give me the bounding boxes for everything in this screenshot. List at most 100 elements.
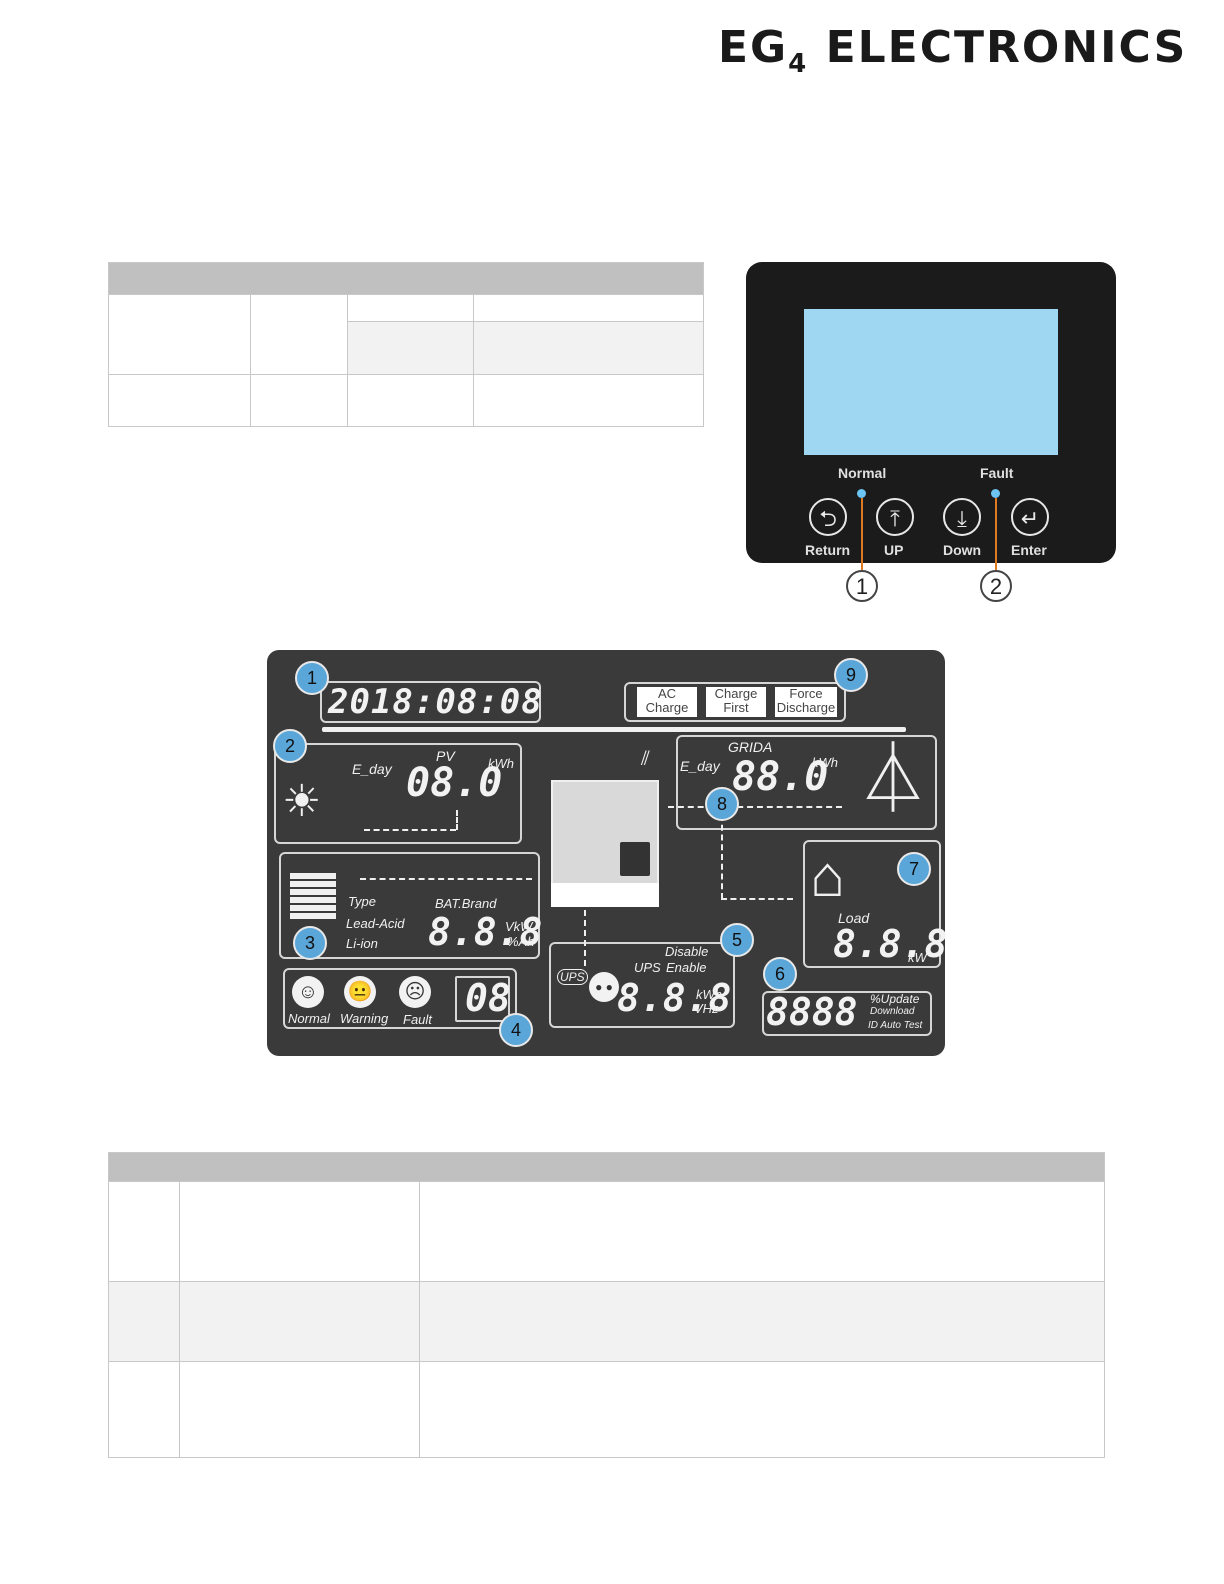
datetime-display: 2018:08:08	[328, 682, 543, 722]
logo-sub: 4	[788, 49, 809, 79]
table-cell	[179, 1361, 420, 1458]
enter-button[interactable]: ↵	[1011, 498, 1049, 536]
warning-face-icon: 😐	[344, 976, 376, 1008]
datetime-box	[320, 681, 541, 723]
ups-disable: Disable	[665, 944, 709, 959]
grid-title: GRIDA	[728, 739, 773, 755]
pv-unit: kWh	[488, 756, 514, 771]
return-icon: ⮌	[819, 506, 837, 531]
load-flow-line	[721, 898, 793, 900]
up-button[interactable]: ⤒	[876, 498, 914, 536]
table-cell	[179, 1181, 420, 1282]
table-cell	[179, 1281, 420, 1362]
battery-box	[279, 852, 540, 959]
table-cell	[473, 374, 704, 427]
logo-main: EG	[718, 22, 789, 73]
battery-lead-acid: Lead-Acid	[346, 916, 405, 931]
lcd-callout-5: 5	[720, 923, 754, 957]
mode-box	[624, 682, 846, 722]
table-cell	[250, 374, 348, 427]
lcd-callout-6: 6	[763, 957, 797, 991]
pv-flow-line	[456, 810, 458, 830]
down-label: Down	[943, 542, 982, 558]
lcd-callout-4: 4	[499, 1013, 533, 1047]
lcd-callout-8: 8	[705, 787, 739, 821]
battery-li-ion: Li-ion	[346, 936, 378, 951]
callout-1: 1	[846, 570, 878, 602]
table-cell	[108, 1181, 180, 1282]
grid-flow-line	[668, 806, 842, 808]
lcd-screen	[804, 309, 1058, 455]
ups-value: 8.8.8	[617, 976, 732, 1020]
table-header	[108, 262, 704, 295]
table-cell	[419, 1181, 1105, 1282]
fault-face-icon: ☹	[399, 976, 431, 1008]
info-update: %Update	[870, 992, 920, 1006]
table-cell	[108, 1361, 180, 1458]
table-cell	[108, 294, 251, 375]
table-cell	[419, 1281, 1105, 1362]
ups-box	[549, 942, 735, 1028]
down-button[interactable]: ⤓	[943, 498, 981, 536]
grid-eday-label: E_day	[680, 758, 720, 774]
up-arrow-icon: ⤒	[890, 506, 900, 531]
pv-eday-label: E_day	[352, 761, 392, 777]
fault-led-icon	[991, 489, 1000, 498]
divider-bar	[322, 727, 906, 732]
table-cell	[473, 294, 704, 322]
grid-value: 88.0	[732, 754, 829, 800]
table-cell	[250, 294, 348, 375]
battery-icon	[290, 873, 336, 921]
info-auto-test: ID Auto Test	[868, 1020, 923, 1031]
solar-panel-icon: ☀	[282, 777, 322, 826]
table-cell	[347, 321, 474, 375]
up-label: UP	[884, 542, 904, 558]
table-header	[108, 1152, 1105, 1182]
inverter-display-icon	[620, 842, 650, 876]
callout-leader	[861, 498, 863, 570]
ups-unit-2: VHz	[694, 1001, 719, 1016]
inverter-base	[551, 883, 659, 907]
status-box	[283, 968, 517, 1029]
info-value: 8888	[766, 990, 858, 1034]
brand-logo: EG4 ELECTRONICS	[718, 22, 1187, 79]
battery-brand-label: BAT.Brand	[435, 896, 497, 911]
load-value: 8.8.8	[833, 922, 948, 966]
status-code-box	[455, 976, 510, 1022]
logo-rest: ELECTRONICS	[808, 22, 1188, 73]
power-tower-icon: ⏃	[858, 740, 928, 818]
load-box	[803, 840, 941, 968]
normal-led-label: Normal	[838, 465, 887, 481]
house-icon: ⌂	[810, 844, 846, 909]
callout-2: 2	[980, 570, 1012, 602]
pv-flow-line	[364, 829, 456, 831]
indicator-table	[108, 262, 704, 427]
battery-flow-line	[360, 878, 532, 880]
battery-value: 8.8.8	[428, 910, 543, 954]
lcd-callout-9: 9	[834, 658, 868, 692]
lcd-description-table	[108, 1152, 1105, 1458]
info-download: Download	[870, 1006, 915, 1017]
pv-box	[274, 743, 522, 844]
table-cell	[347, 294, 474, 322]
return-button[interactable]: ⮌	[809, 498, 847, 536]
battery-unit-1: VkW	[505, 919, 533, 934]
table-cell	[347, 374, 474, 427]
enter-icon: ↵	[1020, 506, 1040, 531]
ups-enable: Enable	[666, 960, 707, 975]
return-label: Return	[805, 542, 851, 558]
table-cell	[108, 1281, 180, 1362]
battery-type-label: Type	[348, 894, 376, 909]
normal-face-icon: ☺	[292, 976, 324, 1008]
normal-led-icon	[857, 489, 866, 498]
load-label: Load	[838, 910, 870, 926]
lcd-callout-7: 7	[897, 852, 931, 886]
table-cell	[108, 374, 251, 427]
info-box	[762, 991, 932, 1036]
wifi-icon: ⫽	[641, 748, 650, 770]
lcd-callout-1: 1	[295, 661, 329, 695]
load-flow-line	[721, 815, 723, 899]
lcd-callout-2: 2	[273, 729, 307, 763]
